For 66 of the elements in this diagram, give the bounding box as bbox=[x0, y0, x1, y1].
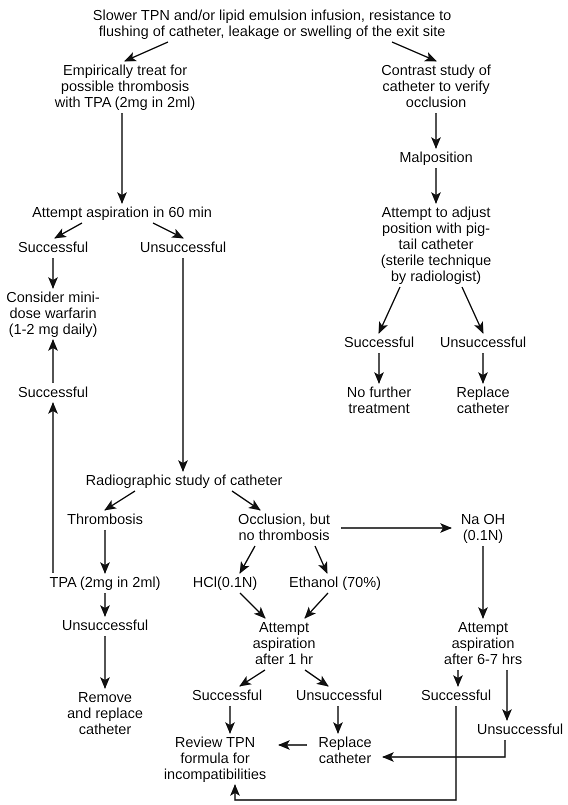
step-text: Radiographic study of catheter bbox=[86, 473, 282, 489]
arrow bbox=[374, 353, 384, 384]
step-text: Attempt aspiration after 6-7 hrs bbox=[436, 620, 530, 668]
arrow bbox=[431, 168, 441, 204]
step-text: Attempt to adjust position with pig-tail catheter (sterile technique by radiologist) bbox=[376, 205, 496, 285]
arrow bbox=[239, 546, 256, 574]
arrow bbox=[104, 490, 136, 511]
step-text: TPA (2mg in 2ml) bbox=[50, 575, 160, 591]
arrow bbox=[48, 258, 58, 289]
step-text: Successful bbox=[18, 240, 88, 256]
arrow bbox=[382, 740, 506, 762]
step-text: Successful bbox=[420, 688, 492, 704]
step-text: Attempt aspiration after 1 hr bbox=[243, 620, 325, 668]
arrow bbox=[392, 41, 437, 62]
step-text: Remove and replace catheter bbox=[64, 690, 146, 738]
step-text: Replace catheter bbox=[309, 735, 381, 767]
step-text: Successful bbox=[344, 335, 414, 351]
arrow bbox=[100, 530, 110, 574]
step-text: Malposition bbox=[399, 150, 473, 166]
arrow bbox=[230, 706, 457, 801]
step-text: Unsuccessful bbox=[140, 240, 226, 256]
arrow bbox=[278, 740, 307, 750]
arrow bbox=[240, 592, 266, 619]
arrow bbox=[178, 258, 188, 472]
arrow bbox=[461, 286, 484, 334]
step-text: Slower TPN and/or lipid emulsion infusion, resistance to flushing of catheter, leakage or swelling of the exit site bbox=[67, 8, 477, 40]
arrow bbox=[478, 353, 488, 384]
step-text: Ethanol (70%) bbox=[289, 575, 381, 591]
arrow bbox=[478, 546, 488, 619]
step-text: Replace catheter bbox=[443, 385, 523, 417]
step-text: Successful bbox=[192, 688, 262, 704]
step-text: Unsuccessful bbox=[476, 722, 564, 738]
step-text: Successful bbox=[18, 385, 88, 401]
arrow bbox=[48, 402, 58, 573]
arrow bbox=[378, 286, 401, 334]
arrow bbox=[453, 670, 463, 687]
arrow bbox=[54, 222, 82, 239]
step-text: No further treatment bbox=[333, 385, 425, 417]
arrow bbox=[100, 636, 110, 689]
step-text: Consider mini-dose warfarin (1-2 mg daily) bbox=[0, 290, 106, 338]
arrow bbox=[232, 490, 261, 511]
step-text: Contrast study of catheter to verify occlusion bbox=[368, 63, 504, 111]
arrow bbox=[117, 113, 127, 204]
arrow bbox=[314, 546, 328, 574]
arrow bbox=[48, 339, 58, 383]
step-text: Na OH (0.1N) bbox=[453, 512, 513, 544]
step-text: Review TPN formula for incompatibilities bbox=[153, 735, 277, 783]
arrow bbox=[502, 670, 512, 721]
step-text: Thrombosis bbox=[67, 512, 143, 528]
arrow bbox=[239, 669, 266, 687]
arrow bbox=[152, 222, 184, 239]
step-text: Unsuccessful bbox=[296, 688, 382, 704]
arrow bbox=[431, 113, 441, 149]
arrow bbox=[304, 592, 329, 619]
arrow bbox=[304, 669, 329, 687]
arrow bbox=[124, 41, 168, 62]
arrow bbox=[225, 706, 235, 734]
arrow bbox=[333, 706, 343, 734]
step-text: Occlusion, but no thrombosis bbox=[229, 512, 339, 544]
step-text: Empirically treat for possible thrombosis with TPA (2mg in 2ml) bbox=[50, 63, 200, 111]
step-text: Unsuccessful bbox=[62, 618, 148, 634]
arrow bbox=[341, 523, 452, 533]
arrow bbox=[100, 593, 110, 617]
step-text: Attempt aspiration in 60 min bbox=[32, 205, 212, 221]
step-text: HCl(0.1N) bbox=[192, 575, 258, 591]
step-text: Unsuccessful bbox=[440, 335, 526, 351]
